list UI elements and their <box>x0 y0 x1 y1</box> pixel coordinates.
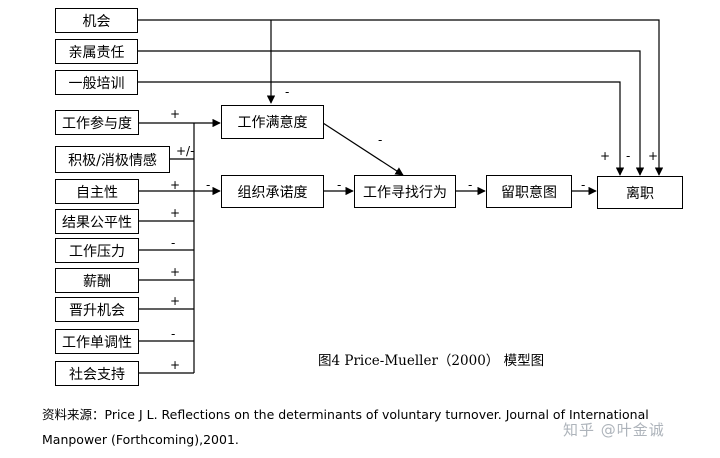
connector-kinship-turnover <box>138 50 645 176</box>
node-commitment: 组织承诺度 <box>221 175 324 208</box>
factor-involvement: 工作参与度 <box>55 110 139 135</box>
factor-affectivity: 积极/消极情感 <box>55 146 170 173</box>
sign-intent-turnover: - <box>581 178 586 192</box>
sign-training-turnover: + <box>600 149 611 163</box>
factor-stress: 工作压力 <box>55 238 139 263</box>
sign-to-commitment: - <box>206 178 211 192</box>
sign-affectivity: +/- <box>176 144 195 158</box>
connector-opportunity-turnover <box>138 19 664 176</box>
figure-caption: 图4 Price-Mueller（2000） 模型图 <box>318 353 545 369</box>
node-satisfaction: 工作满意度 <box>221 105 324 139</box>
sign-stress: - <box>171 236 176 250</box>
sign-support: + <box>170 358 181 372</box>
sign-pay: + <box>170 265 181 279</box>
factor-autonomy: 自主性 <box>55 179 139 204</box>
factor-training: 一般培训 <box>55 70 138 95</box>
sign-involvement: + <box>170 107 181 121</box>
factor-justice: 结果公平性 <box>55 209 139 234</box>
sign-opportunity-satisfaction: - <box>285 85 290 99</box>
sign-autonomy: + <box>170 178 181 192</box>
connector-training-turnover <box>138 81 625 176</box>
factor-support: 社会支持 <box>55 361 139 386</box>
sign-justice: + <box>170 206 181 220</box>
sign-routinization: - <box>171 327 176 341</box>
node-job-search: 工作寻找行为 <box>354 175 456 208</box>
factor-pay: 薪酬 <box>55 268 139 293</box>
sign-promotion: + <box>170 294 181 308</box>
factor-kinship: 亲属责任 <box>55 39 138 64</box>
node-turnover: 离职 <box>597 176 683 209</box>
sign-kinship-turnover: - <box>626 149 631 163</box>
connector-satisfaction-search <box>322 122 404 176</box>
sign-opportunity-turnover: + <box>648 149 659 163</box>
sign-commitment-search: - <box>337 178 342 192</box>
node-intent-to-stay: 留职意图 <box>486 175 572 208</box>
factor-routinization: 工作单调性 <box>55 329 139 354</box>
watermark: 知乎 @叶金诚 <box>563 421 665 439</box>
factor-opportunity: 机会 <box>55 8 138 33</box>
sign-satisfaction-search: - <box>378 133 383 147</box>
factor-promotion: 晋升机会 <box>55 297 139 322</box>
source-note: 资料来源：Price J L. Reflections on the deter… <box>42 407 649 447</box>
sign-search-intent: - <box>468 178 473 192</box>
